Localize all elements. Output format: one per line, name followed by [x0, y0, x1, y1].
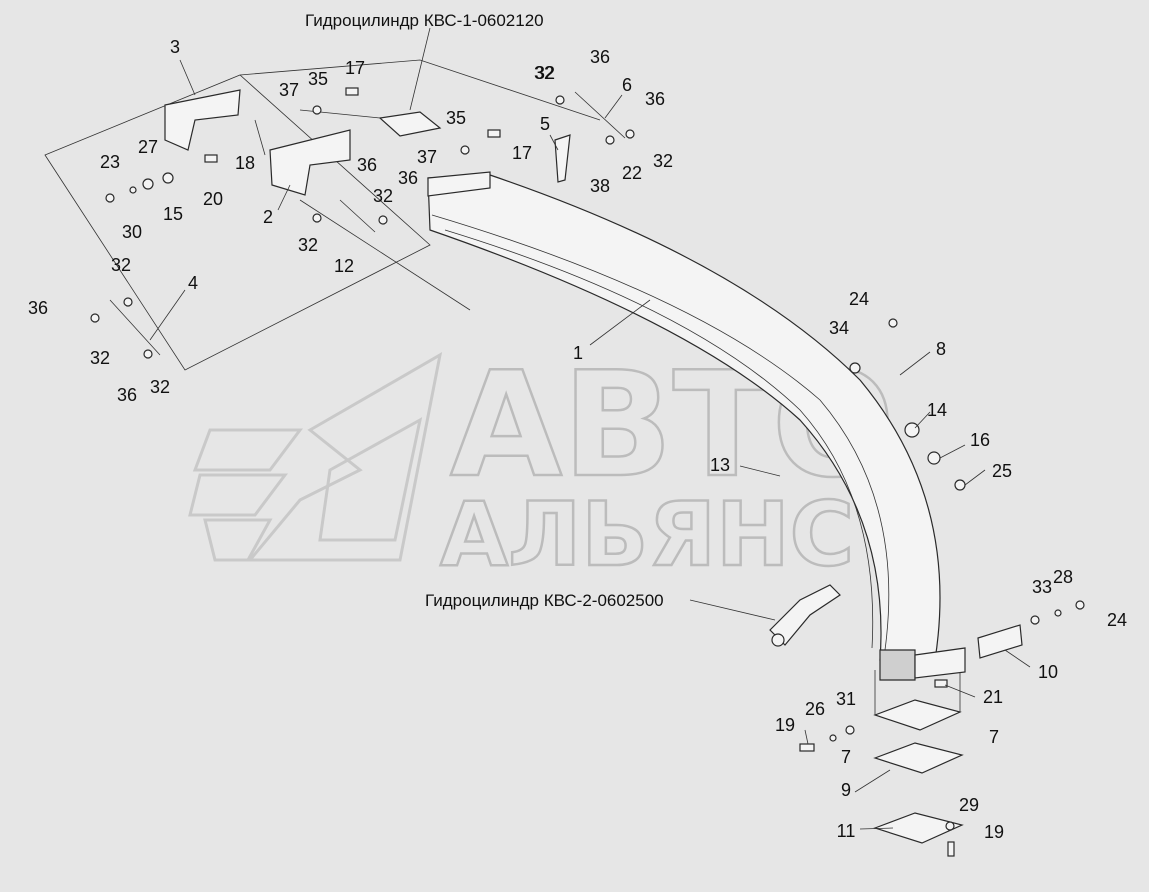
callout: 7 [988, 727, 1000, 747]
callout: 12 [333, 256, 355, 276]
callout: 34 [828, 318, 850, 338]
plate-9 [873, 742, 964, 774]
callout: 32 [372, 186, 394, 206]
callout: 36 [589, 47, 611, 67]
callout: 31 [835, 689, 857, 709]
callout: 29 [958, 795, 980, 815]
callout: 25 [991, 461, 1013, 481]
hydraulic-cylinder-2 [769, 584, 841, 647]
callout: 32 [149, 377, 171, 397]
callout: 36 [27, 298, 49, 318]
callout: 37 [278, 80, 300, 100]
shaft-4 [109, 299, 161, 356]
callout: 16 [969, 430, 991, 450]
callout: 18 [234, 153, 256, 173]
callout: 33 [1031, 577, 1053, 597]
callout: 32 [297, 235, 319, 255]
fasteners [90, 87, 1085, 857]
callout: 32 [89, 348, 111, 368]
callout: 32 [533, 63, 555, 83]
callout: 38 [589, 176, 611, 196]
cover-plate-3 [164, 89, 241, 151]
callout: 10 [1037, 662, 1059, 682]
callout: 35 [445, 108, 467, 128]
callout: 23 [99, 152, 121, 172]
callout: 21 [982, 687, 1004, 707]
callout: 35 [307, 69, 329, 89]
callout: 1 [572, 343, 584, 363]
callout: 37 [416, 147, 438, 167]
bracket-5 [554, 134, 571, 183]
callout: 28 [1052, 567, 1074, 587]
callout: 11 [836, 821, 856, 841]
cylinder-1-title: Гидроцилиндр КВС-1-0602120 [305, 11, 544, 30]
callout: 32 [110, 255, 132, 275]
callout: 32 [534, 63, 556, 83]
callout: 3 [169, 37, 181, 57]
callout: 22 [621, 163, 643, 183]
callout: 14 [926, 400, 948, 420]
callout: 24 [1106, 610, 1128, 630]
shaft-12 [339, 199, 376, 233]
callout: 19 [774, 715, 796, 735]
callout: 30 [121, 222, 143, 242]
callout: 36 [397, 168, 419, 188]
callout: 8 [935, 339, 947, 359]
cylinder-2-title: Гидроцилиндр КВС-2-0602500 [425, 591, 664, 610]
callout: 36 [356, 155, 378, 175]
callout: 4 [187, 273, 199, 293]
leader-lines [149, 27, 1031, 830]
plate-11 [873, 812, 964, 844]
rod-6 [574, 91, 626, 139]
callout: 36 [644, 89, 666, 109]
callout: 24 [848, 289, 870, 309]
callout: 26 [804, 699, 826, 719]
callout: 7 [840, 747, 852, 767]
callout: 27 [137, 137, 159, 157]
watermark-text-2: АЛЬЯНС [440, 483, 854, 586]
callout: 32 [652, 151, 674, 171]
bracket-10 [977, 624, 1023, 659]
callout: 5 [539, 114, 551, 134]
callout: 17 [344, 58, 366, 78]
callout: 20 [202, 189, 224, 209]
callout: 19 [983, 822, 1005, 842]
main-arm [427, 171, 966, 681]
plate-7 [873, 699, 962, 731]
callout: 36 [116, 385, 138, 405]
callout: 6 [621, 75, 633, 95]
assembly-guide-lines [44, 59, 601, 371]
callout: 13 [709, 455, 731, 475]
hydraulic-cylinder-1 [299, 109, 442, 137]
callout: 9 [840, 780, 852, 800]
cover-plate-2 [269, 129, 351, 196]
callout: 2 [262, 207, 274, 227]
watermark-logo [188, 352, 443, 562]
callout: 17 [511, 143, 533, 163]
callout: 15 [162, 204, 184, 224]
